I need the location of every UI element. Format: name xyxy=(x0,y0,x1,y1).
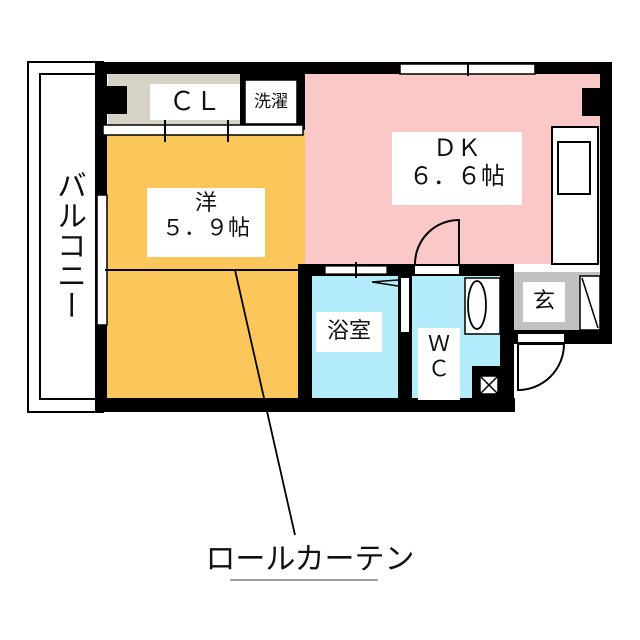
leader-line xyxy=(234,269,296,536)
sink xyxy=(557,141,591,195)
entrance-door-swing xyxy=(517,343,566,392)
wc-label: Ｗ Ｃ xyxy=(418,328,460,400)
bath-label: 浴室 xyxy=(316,312,382,352)
western-room-fill xyxy=(105,130,305,400)
western-room-name: 洋 xyxy=(194,191,217,216)
wc-label-c: Ｃ xyxy=(427,357,450,383)
entrance-label: 玄 xyxy=(523,282,565,322)
laundry-label: 洗濯 xyxy=(248,88,294,116)
dk-label: ＤＫ ６．６帖 xyxy=(392,132,522,205)
closet-label: ＣＬ xyxy=(150,84,240,120)
door-swing-dk xyxy=(414,218,460,265)
dk-size: ６．６帖 xyxy=(409,161,505,190)
dk-name: ＤＫ xyxy=(433,134,481,162)
balcony-label: バルコニー xyxy=(51,170,86,320)
roll-curtain-label: ロールカーテン xyxy=(205,542,415,577)
wc-label-w: Ｗ xyxy=(427,332,450,357)
western-room-label: 洋 ５．９帖 xyxy=(147,188,265,257)
western-room-size: ５．９帖 xyxy=(161,216,250,242)
